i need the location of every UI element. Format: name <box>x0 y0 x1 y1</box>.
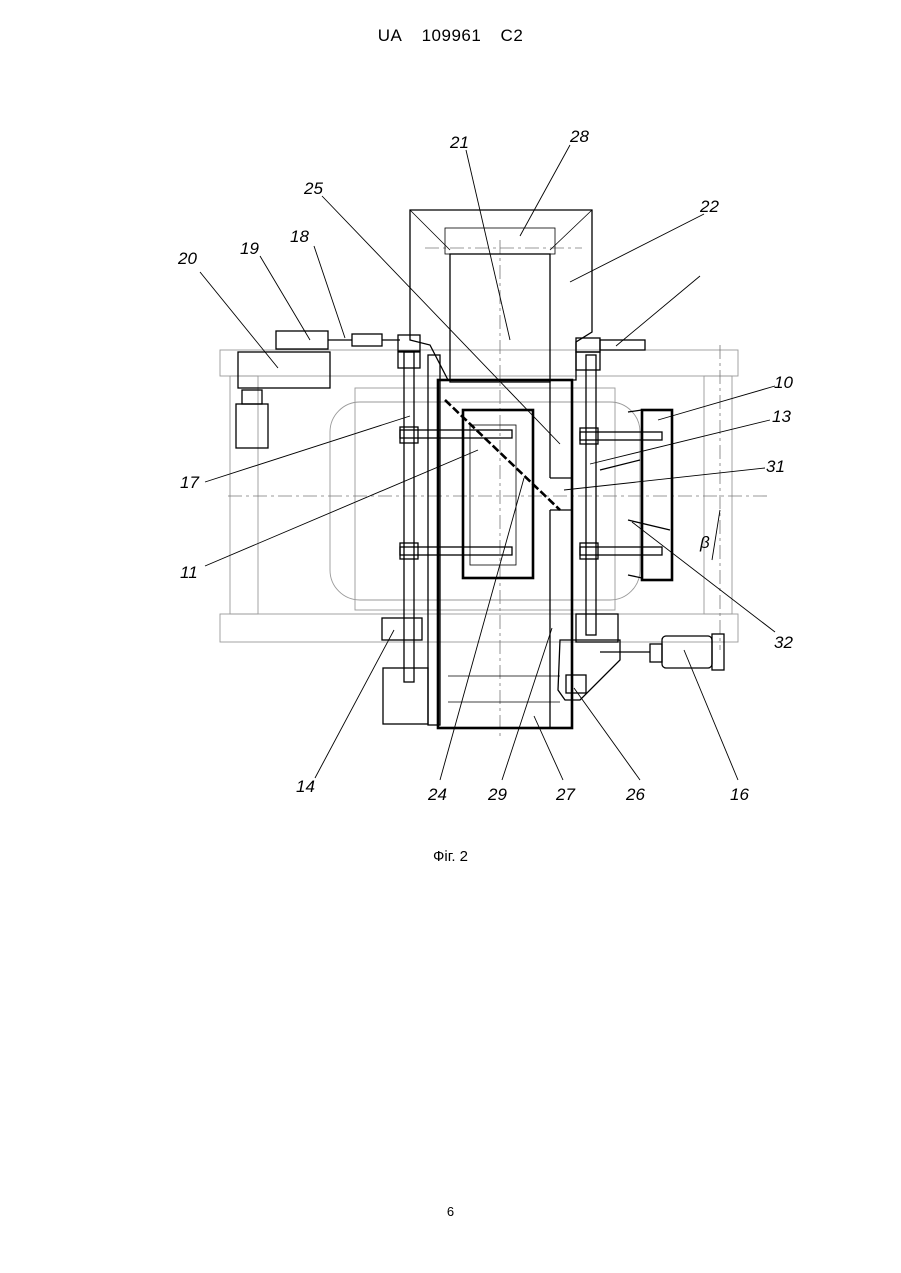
label-29: 29 <box>487 785 507 804</box>
detail-strokes <box>600 410 670 578</box>
label-14: 14 <box>296 777 315 796</box>
drive-motor <box>236 331 400 448</box>
part-labels: 21 28 22 25 20 19 18 10 13 31 17 11 32 1… <box>177 127 793 804</box>
label-25: 25 <box>303 179 323 198</box>
label-31: 31 <box>766 457 785 476</box>
label-beta: β <box>699 533 710 552</box>
leader-lines <box>200 145 775 780</box>
label-22: 22 <box>699 197 719 216</box>
hopper <box>410 210 592 382</box>
label-10: 10 <box>774 373 793 392</box>
figure-caption: Фіг. 2 <box>0 848 901 865</box>
label-17: 17 <box>180 473 199 492</box>
page-number: 6 <box>0 1204 901 1219</box>
machine-frame <box>220 240 770 740</box>
label-19: 19 <box>240 239 259 258</box>
label-28: 28 <box>569 127 589 146</box>
left-shaft-assembly <box>382 335 512 725</box>
label-24: 24 <box>427 785 447 804</box>
label-16: 16 <box>730 785 749 804</box>
label-27: 27 <box>555 785 575 804</box>
label-26: 26 <box>625 785 645 804</box>
label-13: 13 <box>772 407 791 426</box>
label-20: 20 <box>177 249 197 268</box>
label-21: 21 <box>449 133 469 152</box>
central-housing <box>438 380 572 728</box>
label-11: 11 <box>180 563 198 582</box>
label-18: 18 <box>290 227 309 246</box>
label-32: 32 <box>774 633 793 652</box>
